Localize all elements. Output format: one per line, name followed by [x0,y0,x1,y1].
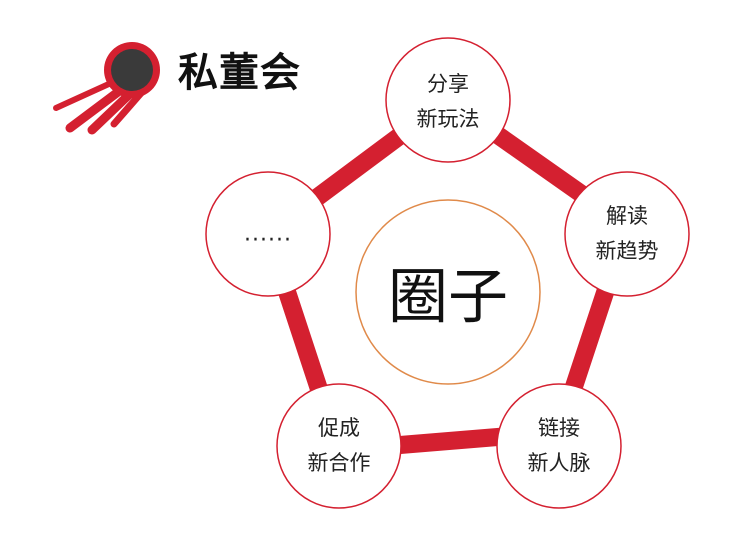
node-circle-connect [496,383,622,509]
node-circle-share [385,37,511,163]
node-circle-more [205,171,331,297]
node-share: 分享 新玩法 [417,67,480,137]
node-circle-interpret [564,171,690,297]
center-circle [355,199,541,385]
node-cooperate: 促成 新合作 [308,411,371,481]
node-interpret-line2: 新趋势 [595,239,659,263]
node-circle-cooperate [276,383,402,509]
node-interpret: 解读 新趋势 [596,199,659,269]
node-cooperate-line2: 新合作 [307,451,371,475]
node-cooperate-line1: 促成 [318,416,360,440]
node-connect-line2: 新人脉 [527,451,591,475]
node-share-line1: 分享 [427,72,469,96]
node-more-line1: ...... [244,221,292,247]
node-more: ...... [244,217,292,252]
node-interpret-line1: 解读 [606,204,648,228]
node-connect: 链接 新人脉 [528,411,591,481]
node-connect-line1: 链接 [538,416,580,440]
brand-title: 私董会 [178,50,301,96]
comet-icon [53,42,160,135]
node-share-line2: 新玩法 [416,107,480,131]
center-label: 圈子 [388,262,508,333]
